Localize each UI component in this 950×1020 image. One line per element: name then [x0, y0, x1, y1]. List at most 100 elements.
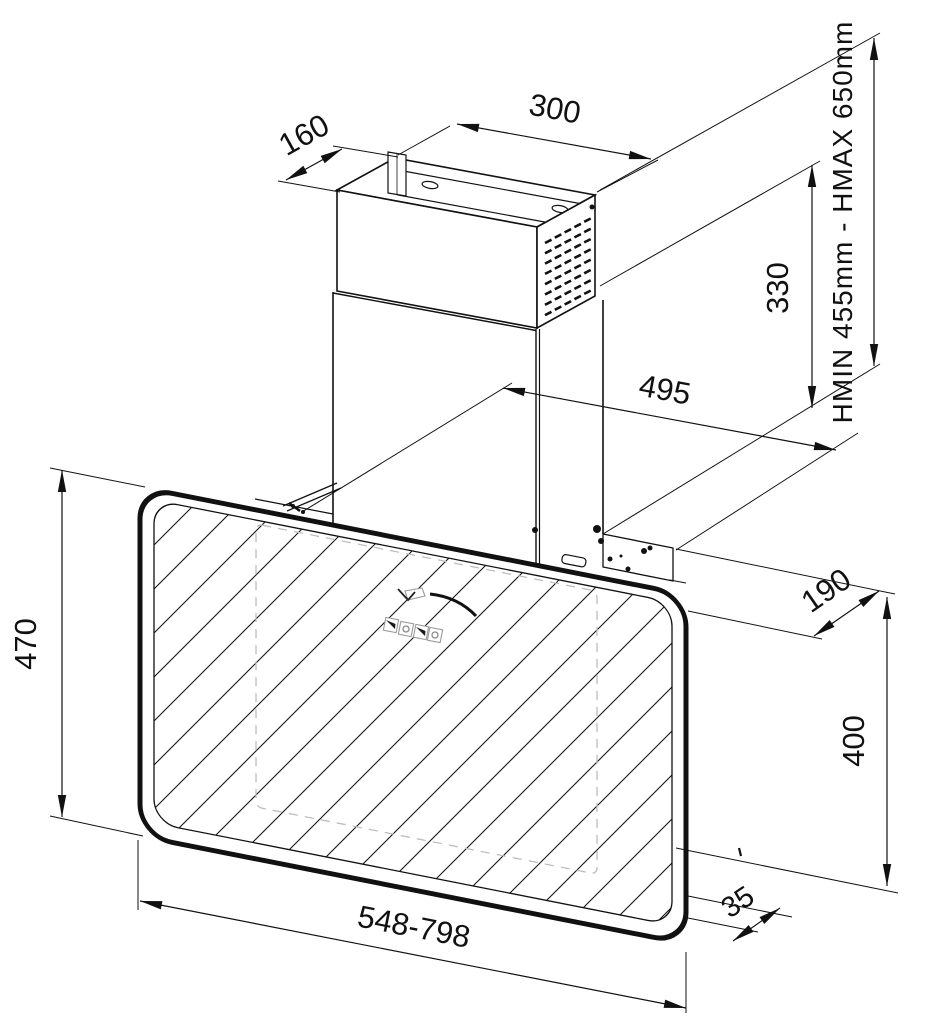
- arrowhead: [733, 924, 754, 941]
- screw-dot: [607, 556, 613, 562]
- dimension-line: [139, 900, 687, 1009]
- dim-label-190: 190: [795, 561, 857, 619]
- arrowhead: [503, 387, 526, 397]
- arrowhead: [814, 620, 835, 636]
- chimney-top-box: [334, 151, 598, 330]
- hood-top-and-wall-bracket: [254, 482, 342, 515]
- arrowhead: [858, 591, 879, 607]
- chimney-lower-section: [332, 292, 687, 584]
- extension-line: [599, 32, 881, 191]
- extension-line: [397, 125, 451, 156]
- swing-arc: [429, 592, 478, 618]
- vent-slot: [544, 279, 553, 286]
- vent-slot: [544, 248, 553, 255]
- screw-dot: [619, 554, 623, 558]
- dimension-line: [456, 123, 652, 160]
- button-glyph-circle: [431, 631, 439, 639]
- dim-label-495: 495: [636, 368, 693, 412]
- arrowhead: [140, 901, 163, 910]
- dimension-line: [502, 387, 837, 451]
- vent-slot: [544, 269, 553, 276]
- extension-line: [602, 363, 881, 535]
- arrowhead: [57, 470, 67, 492]
- hatch-line: [154, 499, 585, 926]
- hatch-line: [475, 499, 672, 926]
- screw-dot: [532, 527, 538, 533]
- mounting-plate: [602, 533, 674, 582]
- hood-front-panel: [137, 490, 689, 941]
- arrowhead: [869, 344, 879, 366]
- button-glyph-arrow: [386, 620, 396, 629]
- screw-dots: [291, 204, 653, 572]
- screw-dot: [641, 548, 647, 554]
- screw-dot: [291, 504, 295, 508]
- vent-slot: [564, 279, 572, 286]
- vent-slot: [544, 310, 553, 317]
- arrowhead: [457, 123, 480, 133]
- arrowhead: [813, 441, 836, 451]
- dim-label-35: 35: [716, 880, 761, 925]
- extension-line: [277, 180, 341, 193]
- dim-label-height-range: HMIN 455mm - HMAX 650mm: [827, 21, 858, 424]
- vent-slot: [544, 300, 553, 306]
- hatch-line: [154, 499, 541, 926]
- arrowhead: [882, 864, 892, 886]
- vent-slot: [554, 295, 562, 301]
- vent-slot: [573, 232, 582, 239]
- vent-slot: [554, 274, 562, 281]
- extension-line: [675, 847, 899, 894]
- screw-dot: [593, 525, 601, 533]
- control-button: [426, 626, 444, 644]
- vent-slot: [573, 294, 582, 301]
- screw-dot: [589, 204, 595, 210]
- panel-cutout-dashed: [255, 524, 598, 874]
- vent-slot: [573, 243, 582, 249]
- vent-slot: [564, 300, 572, 306]
- vent-slot: [564, 227, 572, 234]
- arrowhead: [807, 386, 817, 408]
- hatch-line: [154, 499, 629, 926]
- extension-line: [49, 467, 146, 488]
- vent-slot: [564, 258, 572, 265]
- button-glyph-circle: [402, 625, 410, 633]
- arrowhead: [882, 597, 892, 619]
- vent-slot: [573, 284, 582, 291]
- hatch-line: [154, 499, 672, 926]
- extension-line: [301, 382, 513, 513]
- vent-slot: [583, 248, 592, 254]
- extension-line: [675, 432, 859, 551]
- vent-slot: [554, 233, 562, 239]
- vent-slot: [573, 222, 582, 229]
- dimension-labels: 160 300 330 495 470 190 400 548-798 35 H…: [8, 21, 871, 955]
- extension-line: [687, 895, 793, 918]
- arrowhead: [57, 795, 67, 817]
- vent-slot: [544, 259, 553, 265]
- vent-slot: [583, 227, 592, 234]
- extension-line: [332, 145, 399, 158]
- vent-slot: [544, 238, 553, 245]
- arrowhead: [628, 150, 651, 160]
- control-button: [397, 620, 415, 638]
- vent-slot: [544, 290, 553, 296]
- vent-slot: [564, 238, 572, 244]
- arrowhead: [807, 165, 817, 187]
- vent-slot: [564, 269, 572, 275]
- vent-slot: [573, 253, 582, 260]
- button-glyph-arrow: [416, 627, 426, 636]
- vent-slot: [583, 237, 592, 244]
- extension-line: [675, 548, 896, 595]
- panel-outer-border: [137, 490, 689, 941]
- vent-slot: [583, 268, 592, 275]
- vent-slot: [564, 248, 572, 255]
- hatch-line: [519, 499, 672, 926]
- vent-grille: [544, 217, 592, 317]
- arrowhead: [759, 908, 780, 925]
- control-panel: [382, 587, 478, 644]
- extension-line: [596, 159, 659, 193]
- arrowhead: [663, 999, 686, 1008]
- display-glyph: [397, 588, 416, 602]
- vent-slot: [583, 258, 592, 265]
- hatch-line: [154, 499, 497, 926]
- extension-lines: [49, 32, 899, 1013]
